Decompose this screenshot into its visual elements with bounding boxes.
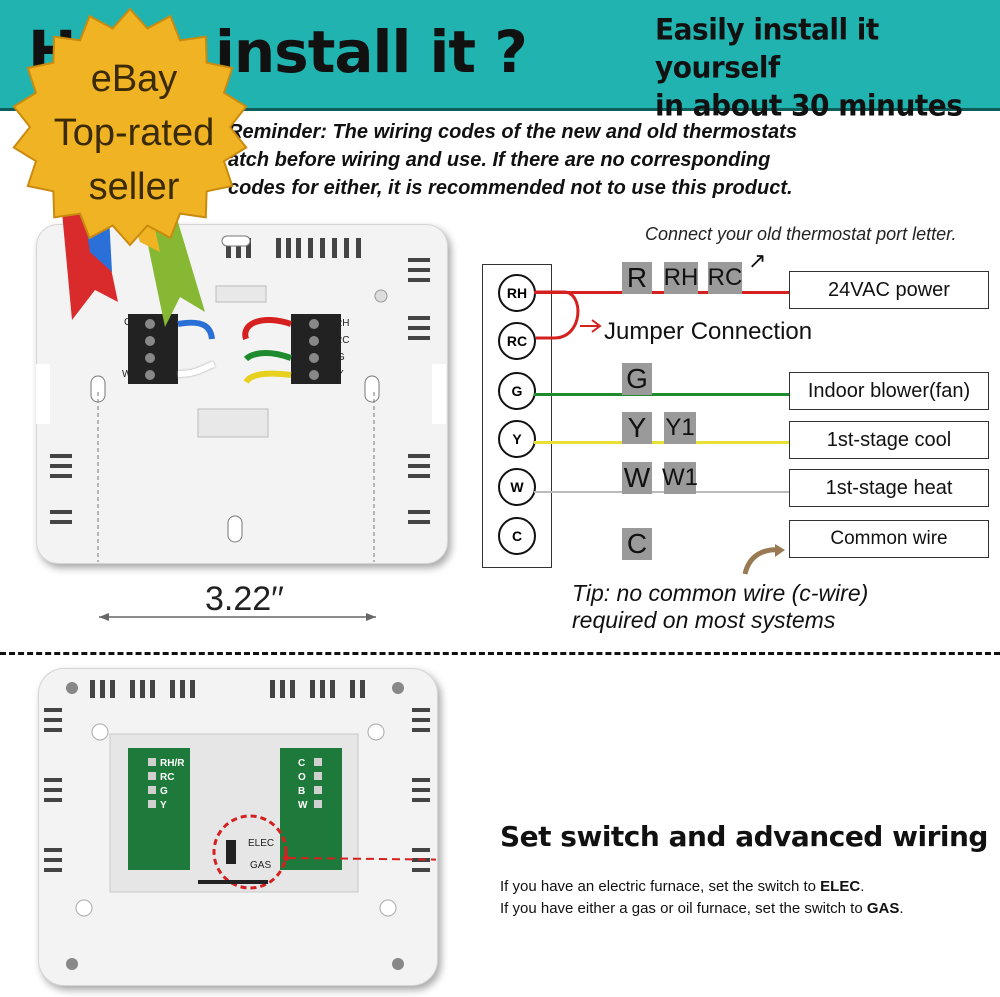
- curved-arrow-icon: [742, 544, 785, 575]
- instruction-1-end: .: [860, 878, 865, 895]
- pcb-label-rh-r: RH/R: [160, 758, 185, 769]
- terminal-c: C: [498, 517, 536, 555]
- instruction-1-text: If you have an electric furnace, set the…: [500, 878, 821, 895]
- wire-yellow: [534, 441, 790, 444]
- front-plate-details: [36, 235, 446, 562]
- pcb-label-o: O: [298, 772, 306, 783]
- jumper-connection-label: Jumper Connection: [604, 318, 813, 345]
- badge-line-2: Top-rated: [53, 112, 215, 154]
- jumper-loop: [536, 290, 602, 340]
- code-rc: RC: [708, 262, 742, 294]
- section-divider: [0, 652, 1000, 655]
- advanced-wiring-title: Set switch and advanced wiring: [500, 820, 988, 853]
- front-left-label-w: W: [122, 369, 132, 380]
- function-common-wire: Common wire: [789, 520, 989, 558]
- badge-text: eBay Top-rated seller: [14, 52, 254, 214]
- tagline-line-2: in about 30 minutes: [655, 87, 963, 123]
- instruction-1-elec: ELEC: [820, 878, 861, 895]
- reminder-line-3: codes for either, it is recommended not …: [228, 177, 793, 199]
- terminal-rc: RC: [498, 322, 536, 360]
- tip-line-2: required on most systems: [572, 607, 836, 633]
- header-tagline: Easily install it yourself in about 30 m…: [655, 11, 1000, 124]
- terminal-w: W: [498, 468, 536, 506]
- front-right-label-rc: RC: [335, 335, 350, 346]
- function-indoor-blower: Indoor blower(fan): [789, 372, 989, 410]
- code-w: W: [622, 462, 652, 494]
- wire-white: [534, 491, 790, 493]
- tip-line-1: Tip: no common wire (c-wire): [572, 580, 869, 606]
- wire-green: [534, 393, 790, 396]
- pcb-label-c: C: [298, 758, 306, 769]
- code-w1: W1: [662, 462, 698, 494]
- terminal-y: Y: [498, 420, 536, 458]
- connect-note: Connect your old thermostat port letter.: [645, 224, 957, 244]
- code-c: C: [622, 528, 652, 560]
- function-24vac-power: 24VAC power: [789, 271, 989, 309]
- tip-text: Tip: no common wire (c-wire) required on…: [572, 580, 868, 634]
- tagline-line-1: Easily install it yourself: [655, 12, 879, 85]
- switch-label-gas: GAS: [250, 860, 272, 871]
- code-y1: Y1: [664, 412, 696, 444]
- front-right-label-g: G: [337, 352, 345, 363]
- instruction-2-text: If you have either a gas or oil furnace,…: [500, 900, 867, 917]
- arrow-icon: ↗: [748, 248, 767, 273]
- front-right-label-y: Y: [337, 369, 344, 380]
- badge-line-1: eBay: [90, 58, 178, 100]
- header-title: install it ?: [215, 18, 528, 86]
- code-r: R: [622, 262, 652, 294]
- code-rh: RH: [664, 262, 698, 294]
- front-left-label-c: C: [124, 317, 132, 328]
- switch-instructions: If you have an electric furnace, set the…: [500, 876, 904, 920]
- terminal-g: G: [498, 372, 536, 410]
- pcb-label-g: G: [160, 786, 168, 797]
- instruction-2-end: .: [899, 900, 904, 917]
- top-rated-seller-badge: [12, 7, 248, 327]
- switch-label-elec: ELEC: [248, 838, 275, 849]
- badge-line-3: seller: [88, 166, 180, 208]
- instruction-line-2: If you have either a gas or oil furnace,…: [500, 898, 904, 920]
- code-g: G: [622, 363, 652, 395]
- instruction-line-1: If you have an electric furnace, set the…: [500, 876, 904, 898]
- reminder-line-1: Reminder: The wiring codes of the new an…: [228, 121, 797, 143]
- front-right-label-rh: RH: [335, 318, 350, 329]
- instruction-2-gas: GAS: [866, 900, 900, 917]
- pcb-label-rc: RC: [160, 772, 175, 783]
- pcb-label-b: B: [298, 786, 306, 797]
- function-first-stage-cool: 1st-stage cool: [789, 421, 989, 459]
- code-y: Y: [622, 412, 652, 444]
- function-first-stage-heat: 1st-stage heat: [789, 469, 989, 507]
- back-device-details: [44, 680, 436, 970]
- pcb-label-w: W: [298, 800, 308, 811]
- wire-red: [534, 291, 790, 294]
- terminal-rh: RH: [498, 274, 536, 312]
- reminder-line-2: atch before wiring and use. If there are…: [228, 149, 771, 171]
- dimension-arrow: [99, 613, 376, 621]
- pcb-label-y: Y: [160, 800, 167, 811]
- dimension-label: 3.22′′: [205, 580, 284, 618]
- reminder-text: Reminder: The wiring codes of the new an…: [228, 118, 878, 202]
